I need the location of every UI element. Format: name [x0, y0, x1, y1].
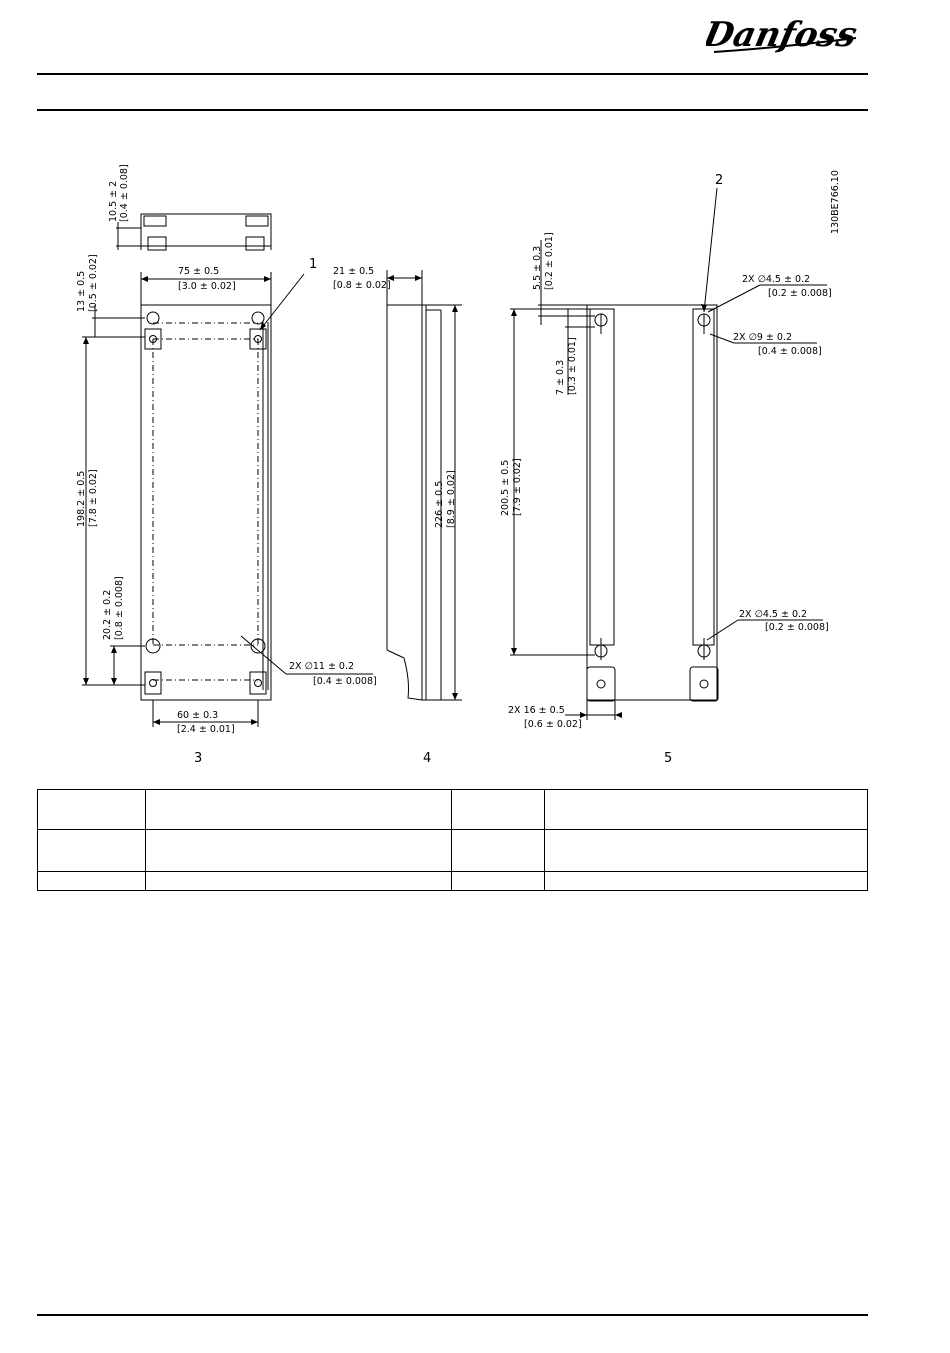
view3-width-in: [3.0 ± 0.02]: [178, 281, 236, 292]
view3-top-profile: [140, 213, 272, 247]
logo-wordmark: Danfoss: [706, 15, 860, 55]
table-cell: [37, 871, 146, 891]
view4-total-in: [8.9 ± 0.02]: [446, 470, 457, 528]
legend-table: [37, 789, 868, 891]
table-cell: [37, 789, 146, 830]
view5-hole9-mm: 2X ∅9 ± 0.2: [733, 332, 792, 343]
view5-slot1-in: [0.2 ± 0.008]: [768, 288, 832, 299]
callout-1: 1: [309, 257, 317, 272]
view3-hole-mm: 2X ∅11 ± 0.2: [289, 661, 354, 672]
view4-depth-in: [0.8 ± 0.02]: [333, 280, 391, 291]
view-label-3: 3: [194, 751, 202, 766]
view3-pitch-mm: 60 ± 0.3: [177, 710, 218, 721]
view3-top-off-in: [0.5 ± 0.02]: [88, 254, 99, 312]
view3-pitch-in: [2.4 ± 0.01]: [177, 724, 235, 735]
table-row: [37, 789, 868, 830]
view4-total-mm: 226 ± 0.5: [434, 481, 445, 528]
footer-rule: [37, 1314, 868, 1316]
view3-top-h-mm: 10.5 ± 2: [108, 181, 119, 222]
table-cell: [451, 829, 545, 872]
view5-slot1-mm: 2X ∅4.5 ± 0.2: [742, 274, 810, 285]
view3-panel-outline: [140, 304, 272, 701]
table-cell: [451, 871, 545, 891]
view3-bottom-in: [0.8 ± 0.008]: [114, 576, 125, 640]
view5-slot2-in: [0.2 ± 0.008]: [765, 622, 829, 633]
view5-width-mm: 2X 16 ± 0.5: [508, 705, 565, 716]
view3-hole-top-left: [146, 311, 160, 325]
view-label-5: 5: [664, 751, 672, 766]
view3-hole-top-right: [251, 311, 265, 325]
view3-top-off-mm: 13 ± 0.5: [76, 271, 87, 312]
view5-slot2-mm: 2X ∅4.5 ± 0.2: [739, 609, 807, 620]
table-cell: [451, 789, 545, 830]
view3-hole-bottom-right: [250, 638, 266, 654]
table-cell: [145, 789, 452, 830]
drawing-id: 130BE766.10: [830, 170, 841, 234]
table-row: [37, 871, 868, 891]
view5-hole9-in: [0.4 ± 0.008]: [758, 346, 822, 357]
view3-top-h-in: [0.4 ± 0.08]: [119, 164, 130, 222]
view5-seven-in: [0.3 ± 0.01]: [567, 337, 578, 395]
view3-height-in: [7.8 ± 0.02]: [88, 469, 99, 527]
view-label-4: 4: [423, 751, 431, 766]
header-rule-top: [37, 73, 868, 75]
view4-depth-mm: 21 ± 0.5: [333, 266, 374, 277]
view5-top-in: [0.2 ± 0.01]: [544, 232, 555, 290]
callout-2: 2: [715, 173, 723, 188]
view3-hole-in: [0.4 ± 0.008]: [313, 676, 377, 687]
view3-bottom-mm: 20.2 ± 0.2: [102, 590, 113, 640]
view5-top-mm: 5.5 ± 0.3: [532, 246, 543, 290]
table-row: [37, 829, 868, 872]
view3-width-mm: 75 ± 0.5: [178, 266, 219, 277]
table-cell: [145, 829, 452, 872]
table-cell: [145, 871, 452, 891]
danfoss-logo-mark: Danfoss: [699, 15, 860, 55]
view5-panel-outline: [586, 304, 718, 701]
dimension-drawing: 10.5 ± 2 [0.4 ± 0.08] 75 ± 0.5 [3.0 ± 0.…: [76, 164, 841, 766]
table-cell: [544, 789, 868, 830]
header-rule-bottom: [37, 109, 868, 111]
view5-seven-mm: 7 ± 0.3: [555, 360, 566, 395]
view3-height-mm: 198.2 ± 0.5: [76, 471, 87, 527]
table-cell: [544, 829, 868, 872]
view5-width-in: [0.6 ± 0.02]: [524, 719, 582, 730]
view5-height-in: [7.9 ± 0.02]: [512, 458, 523, 516]
table-cell: [37, 829, 146, 872]
view5-height-mm: 200.5 ± 0.5: [500, 460, 511, 516]
danfoss-logo: Danfoss: [699, 8, 866, 64]
view3-hole-bottom-left: [145, 638, 161, 654]
table-cell: [544, 871, 868, 891]
